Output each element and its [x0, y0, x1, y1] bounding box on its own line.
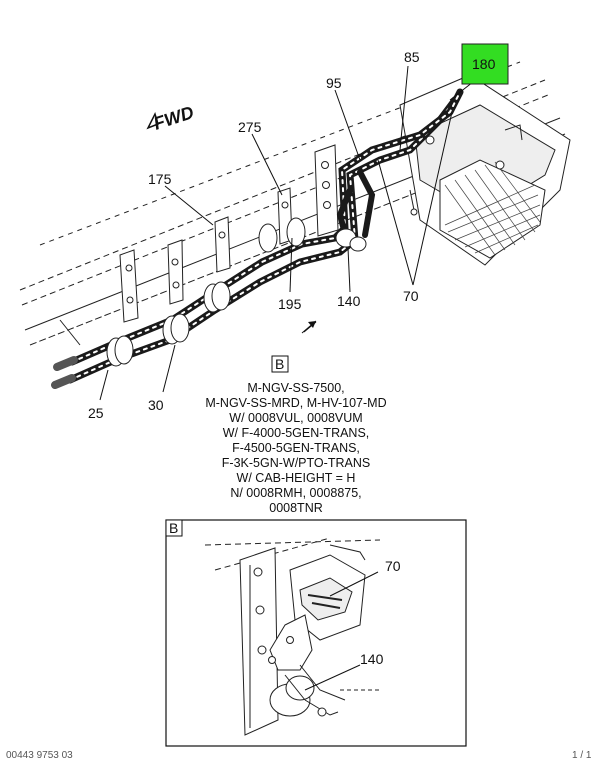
note-line: W/ 0008VUL, 0008VUM [229, 411, 362, 425]
note-line: F-3K-5GN-W/PTO-TRANS [222, 456, 370, 470]
detail-marker-box[interactable] [271, 355, 289, 373]
note-line: W/ CAB-HEIGHT = H [237, 471, 356, 485]
fwd-indicator: FWD [146, 102, 196, 134]
callout-275[interactable]: 275 [238, 119, 262, 135]
footer-right: 1 / 1 [572, 750, 592, 761]
callout-30[interactable]: 30 [148, 397, 164, 413]
note-line: N/ 0008RMH, 0008875, [230, 486, 361, 500]
detail-marker-label: B [275, 356, 284, 372]
detail-arrow [301, 320, 317, 334]
callout-195[interactable]: 195 [278, 296, 302, 312]
battery-box [399, 74, 571, 266]
callout-140[interactable]: 140 [337, 293, 361, 309]
callout-85[interactable]: 85 [404, 49, 420, 65]
highlight-box-180[interactable] [461, 43, 509, 85]
callout-180: 180 [472, 56, 496, 72]
applicability-note: M-NGV-SS-7500, M-NGV-SS-MRD, M-HV-107-MD… [205, 381, 386, 515]
detail-callout-70[interactable]: 70 [385, 558, 401, 574]
callout-25[interactable]: 25 [88, 405, 104, 421]
note-line: M-NGV-SS-7500, [247, 381, 344, 395]
fwd-arrow-icon [146, 111, 159, 130]
fwd-label: FWD [151, 102, 196, 134]
leader-lines [99, 65, 474, 401]
callout-70[interactable]: 70 [403, 288, 419, 304]
note-line: F-4500-5GEN-TRANS, [232, 441, 360, 455]
note-line: M-NGV-SS-MRD, M-HV-107-MD [205, 396, 386, 410]
detail-view-label: B [169, 520, 178, 536]
detail-view-b: B 70 [165, 519, 467, 747]
footer-left: 00443 9753 03 [6, 750, 73, 761]
callout-95[interactable]: 95 [326, 75, 342, 91]
callout-175[interactable]: 175 [148, 171, 172, 187]
note-line: 0008TNR [269, 501, 323, 515]
note-line: W/ F-4000-5GEN-TRANS, [223, 426, 370, 440]
detail-callout-140[interactable]: 140 [360, 651, 384, 667]
